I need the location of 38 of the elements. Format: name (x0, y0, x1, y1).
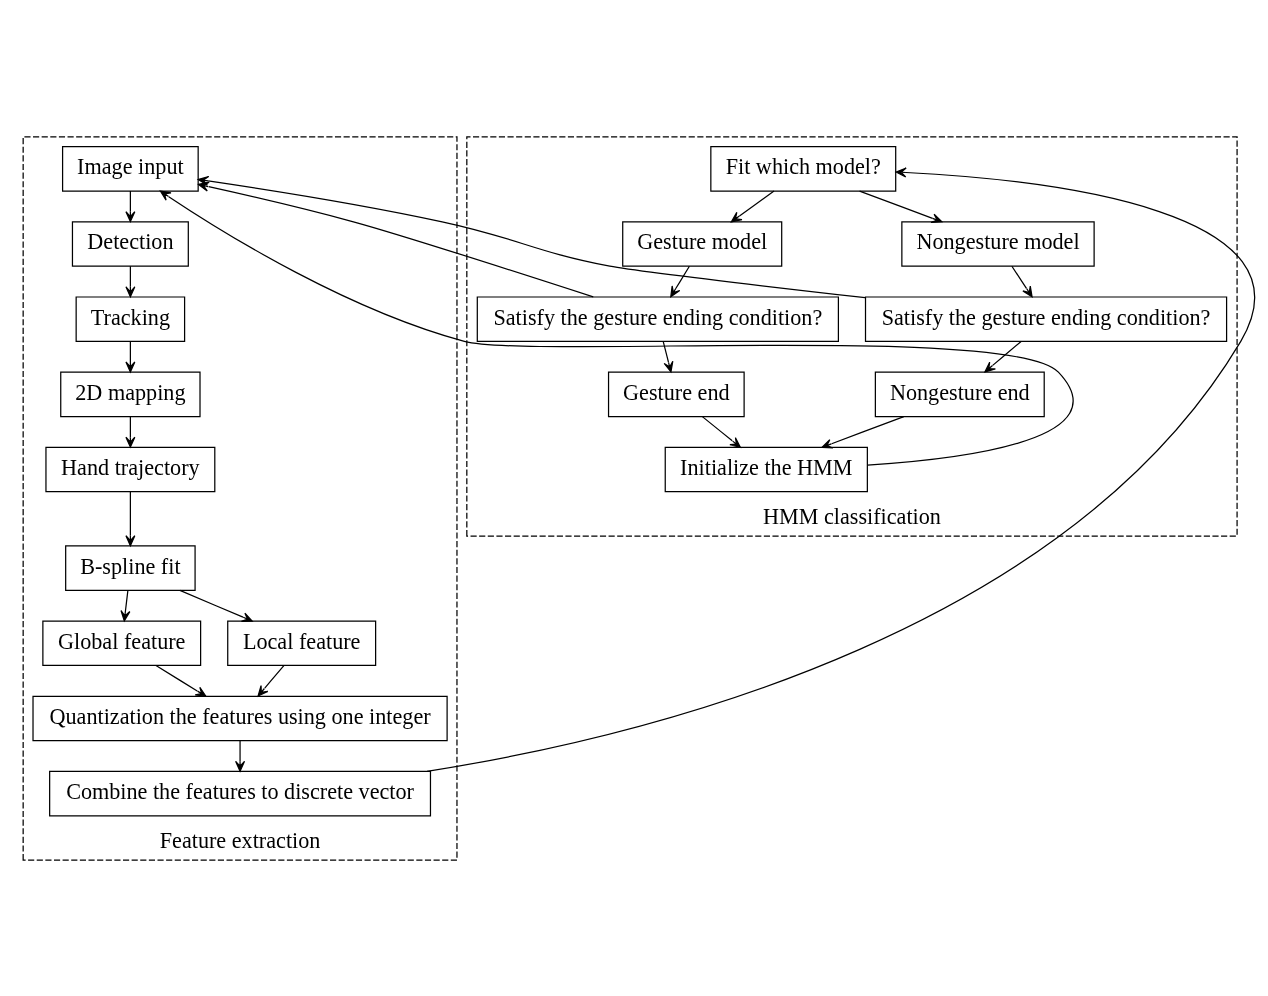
arrow (730, 190, 775, 222)
node-box: Combine the features to discrete vector (49, 770, 432, 816)
arrow (125, 340, 136, 372)
node-box: B-spline fit (65, 544, 196, 591)
node-box: Quantization the features using one integer (32, 695, 448, 741)
arrow (670, 265, 690, 297)
node-box: Fit which model? (710, 145, 897, 192)
node-box: Gesture end (607, 371, 745, 417)
arrow (159, 189, 1074, 466)
arrow (701, 415, 741, 448)
arrow (662, 340, 674, 372)
arrow (125, 190, 136, 222)
arrow (858, 190, 943, 223)
arrow (179, 589, 253, 622)
arrow (426, 166, 1254, 772)
arrow (821, 415, 905, 449)
node-box: Detection (71, 220, 189, 267)
node-box: Hand trajectory (45, 446, 216, 492)
arrow (235, 739, 246, 772)
arrow (155, 664, 207, 697)
arrow (257, 664, 285, 697)
arrow (125, 415, 136, 448)
node-box: Global feature (42, 620, 202, 666)
node-box: Satisfy the gesture ending condition? (864, 295, 1228, 342)
arrow (125, 491, 136, 546)
arrow (120, 589, 131, 621)
node-box: Nongesture end (874, 371, 1045, 417)
node-box: Tracking (75, 295, 186, 342)
node-box: Local feature (227, 620, 377, 666)
arrow (125, 265, 136, 297)
node-box: Image input (62, 145, 199, 192)
arrow (984, 340, 1022, 372)
node-box: Gesture model (622, 220, 783, 267)
arrow (1011, 265, 1033, 297)
node-box: Initialize the HMM (664, 446, 868, 492)
node-box: Nongesture model (901, 220, 1095, 267)
node-box: 2D mapping (60, 371, 201, 417)
node-box: Satisfy the gesture ending condition? (476, 295, 839, 342)
